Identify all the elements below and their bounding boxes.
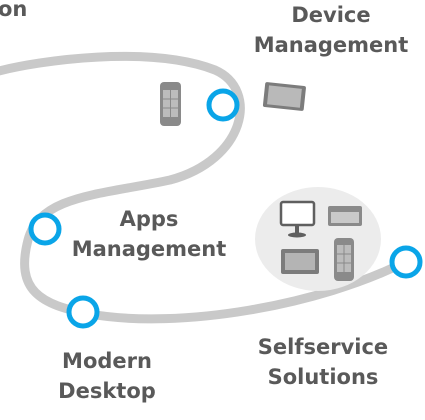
desktop-monitor-icon — [279, 200, 316, 238]
phone-icon — [160, 82, 181, 126]
node-device-management — [206, 88, 240, 122]
label-modern-desktop: Modern Desktop — [34, 346, 180, 406]
label-device-management: Device Management — [246, 0, 416, 60]
label-selfservice-line2: Solutions — [267, 365, 379, 389]
laptop-window-icon — [328, 206, 362, 226]
label-desktop-line1: Modern — [62, 349, 152, 373]
node-apps-management — [28, 212, 62, 246]
node-modern-desktop — [66, 295, 100, 329]
label-desktop-line2: Desktop — [58, 379, 156, 403]
label-selfservice-solutions: Selfservice Solutions — [248, 332, 398, 392]
label-apps-line2: Management — [71, 237, 227, 261]
label-top-cut-text: on — [0, 0, 28, 21]
label-device-line2: Management — [253, 33, 409, 57]
tablet-small-icon — [281, 249, 319, 274]
journey-path — [0, 51, 410, 324]
phone-small-icon — [334, 238, 354, 281]
label-top-cut: on — [0, 0, 27, 24]
label-selfservice-line1: Selfservice — [257, 335, 389, 359]
label-device-line1: Device — [291, 3, 371, 27]
label-apps-line1: Apps — [119, 207, 179, 231]
devices-cluster-background — [255, 187, 381, 291]
tablet-icon — [262, 82, 306, 111]
node-selfservice — [389, 245, 423, 279]
label-apps-management: Apps Management — [60, 204, 238, 264]
